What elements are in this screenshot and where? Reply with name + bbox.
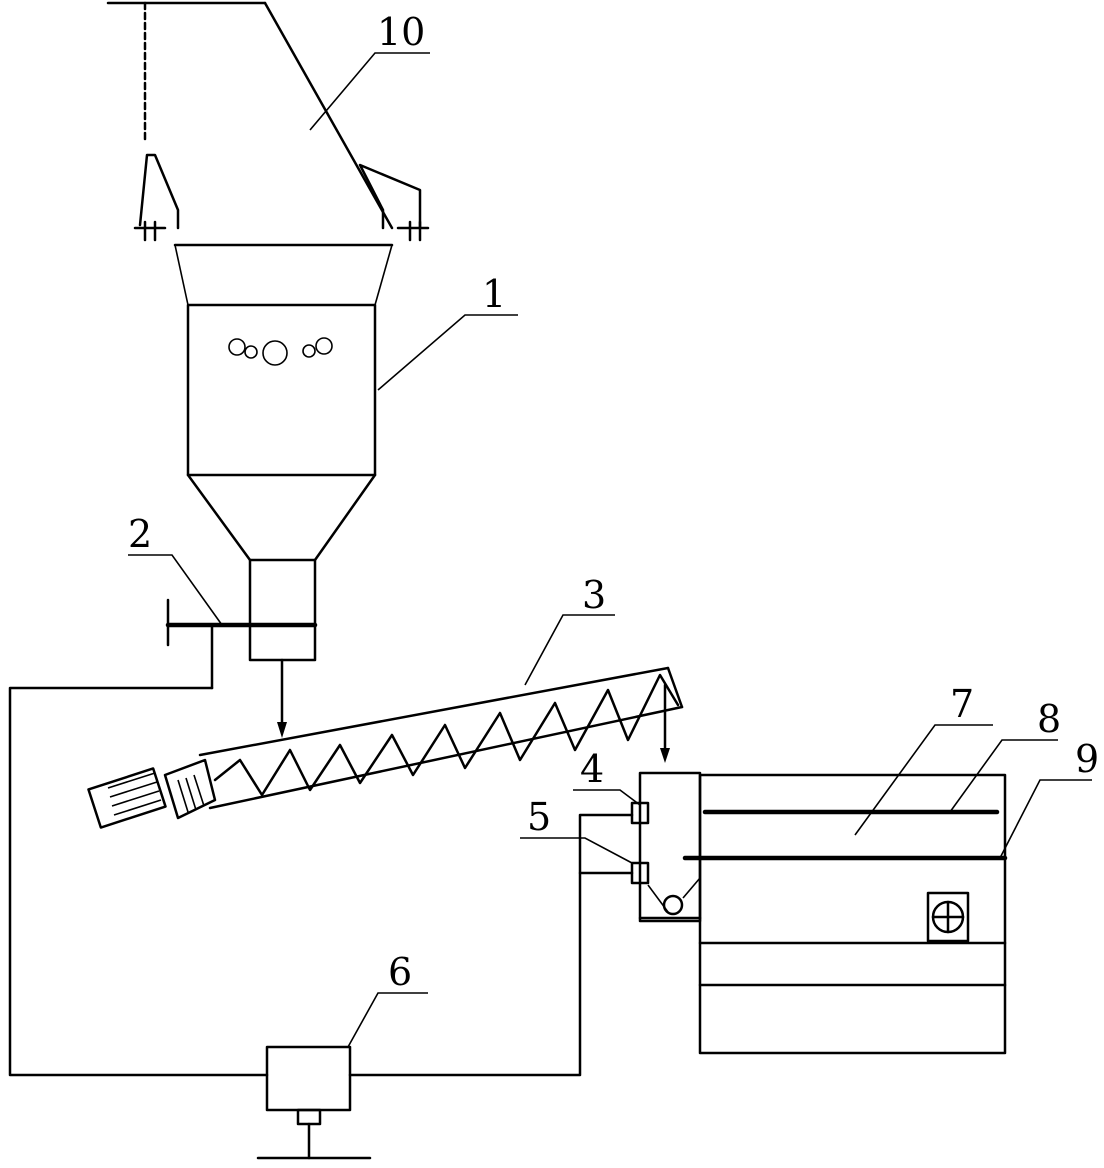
label-5: 5 bbox=[527, 795, 551, 839]
label-9: 9 bbox=[1075, 737, 1099, 781]
leader-lines bbox=[128, 52, 1092, 1048]
label-3: 3 bbox=[582, 573, 606, 617]
label-6: 6 bbox=[388, 950, 412, 994]
label-1: 1 bbox=[482, 272, 506, 316]
wiring bbox=[8, 686, 634, 1077]
arrow-down-icon bbox=[660, 748, 670, 763]
bin-7 bbox=[638, 771, 1007, 1055]
valve-2 bbox=[165, 598, 318, 690]
label-8: 8 bbox=[1037, 697, 1061, 741]
controller-6 bbox=[256, 1045, 372, 1160]
label-10: 10 bbox=[377, 10, 425, 54]
arrow-down-icon bbox=[277, 722, 287, 738]
hood-10 bbox=[106, 1, 430, 306]
screw-conveyor-3 bbox=[87, 666, 684, 829]
label-7: 7 bbox=[950, 682, 974, 726]
sensor-4 bbox=[630, 801, 650, 825]
label-2: 2 bbox=[128, 512, 152, 556]
silo-1 bbox=[186, 303, 377, 738]
label-4: 4 bbox=[580, 747, 604, 791]
